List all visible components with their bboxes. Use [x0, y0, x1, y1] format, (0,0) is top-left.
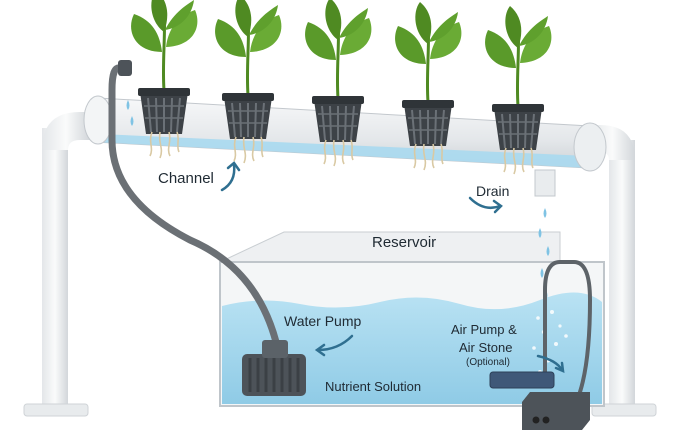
air-pump-tube: [543, 260, 593, 394]
channel-label: Channel: [158, 170, 214, 187]
air-stone: [489, 371, 555, 389]
drain-label: Drain: [476, 183, 510, 199]
air-pump: [522, 392, 590, 430]
air-pump-label: Air Pump &: [451, 322, 517, 337]
channel-arrow: [220, 163, 236, 192]
left-support-leg: [23, 112, 90, 417]
air-stone-label: Air Stone: [459, 340, 513, 355]
water-pump-label: Water Pump: [284, 313, 362, 329]
water-pump-arrow: [316, 334, 354, 352]
water-pump-tube: [108, 60, 282, 354]
nutrient-solution-label: Nutrient Solution: [325, 379, 422, 394]
drain-arrow: [468, 196, 502, 209]
label-arrows: [220, 161, 565, 374]
drain-outlet: [534, 169, 556, 300]
right-support-leg: [590, 125, 657, 417]
reservoir-label: Reservoir: [372, 234, 437, 251]
water-pump: [242, 340, 306, 396]
air-pump-arrow: [536, 354, 564, 372]
optional-label: (Optional): [466, 357, 510, 368]
